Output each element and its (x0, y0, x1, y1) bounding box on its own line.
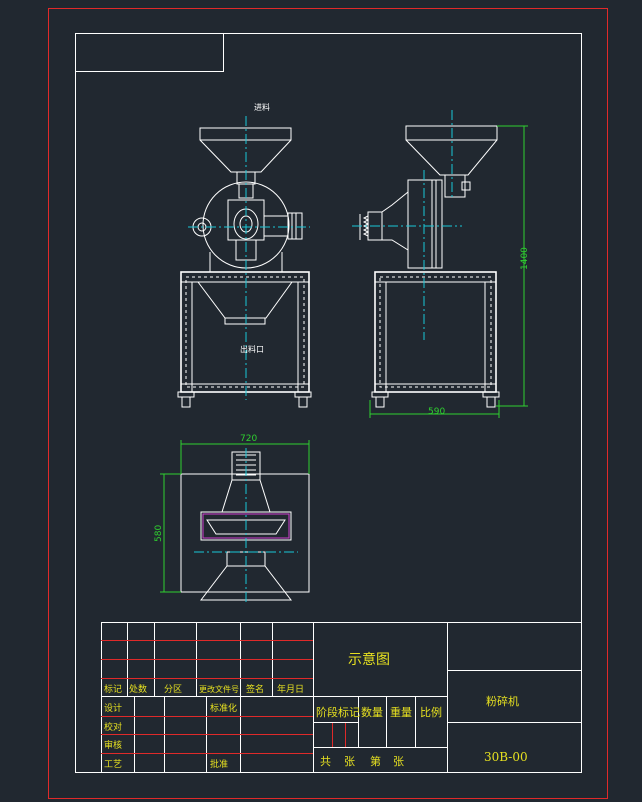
top-view: 720 580 (154, 434, 310, 604)
hdr-change-doc: 更改文件号 (199, 684, 239, 694)
front-outlet-label: 出料口 (240, 344, 264, 354)
inner-frame (75, 33, 582, 773)
row-process: 工艺 (104, 759, 122, 770)
label-sheet-no: 第 (370, 754, 381, 768)
label-stage-mark: 阶段标记 (316, 705, 360, 719)
label-standardization: 标准化 (210, 702, 237, 714)
dim-top-width: 720 (240, 434, 257, 444)
label-sheet-unit2: 张 (393, 755, 404, 768)
drawing-number: 30B-00 (484, 750, 528, 764)
dim-height: 1400 (520, 247, 530, 270)
label-sheets-total: 共 (320, 755, 331, 768)
hdr-date: 年月日 (277, 683, 304, 695)
label-weight: 重量 (390, 705, 412, 719)
machine-name: 粉碎机 (486, 694, 519, 708)
outer-border (48, 8, 608, 799)
label-scale: 比例 (420, 705, 442, 719)
hdr-mark: 标记 (104, 683, 122, 695)
drawing-title: 示意图 (348, 651, 390, 668)
label-approval: 批准 (210, 758, 228, 770)
hdr-zone: 分区 (164, 684, 182, 695)
label-sheets-unit: 张 (344, 755, 355, 768)
side-view: 1400 590 (352, 110, 530, 418)
row-check: 校对 (104, 721, 122, 733)
dim-top-depth: 580 (154, 525, 164, 542)
title-block: 标记 处数 分区 更改文件号 签名 年月日 设计 校对 审核 工艺 标准化 批准… (101, 622, 582, 773)
corner-label-box (75, 33, 224, 72)
hdr-sign: 签名 (246, 683, 264, 695)
row-design: 设计 (104, 702, 122, 714)
front-view: 进料 出料口 (177, 102, 312, 408)
front-top-label: 进料 (254, 102, 270, 112)
row-review: 审核 (104, 739, 122, 751)
label-quantity: 数量 (361, 706, 383, 719)
dim-side-width: 590 (428, 407, 445, 417)
hdr-count: 处数 (129, 683, 147, 695)
